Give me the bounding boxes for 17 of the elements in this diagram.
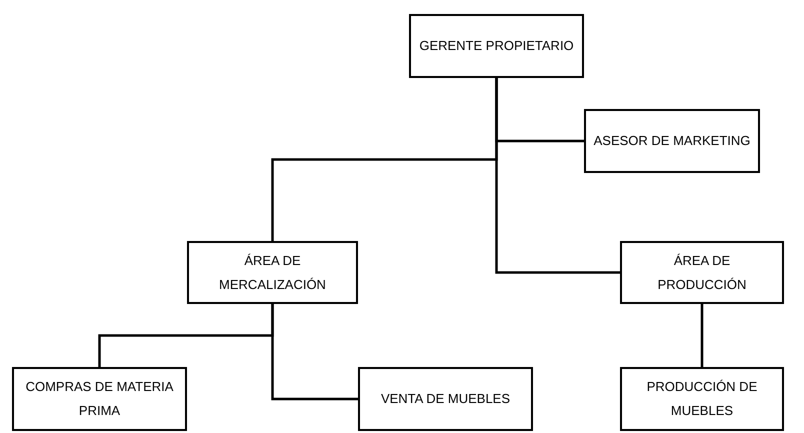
box-label: ÁREA DE MERCALIZACIÓN [218,252,327,294]
connector-line [495,78,620,274]
box-label: ASESOR DE MARKETING [592,132,752,150]
org-box [584,109,760,173]
box-label: GERENTE PROPIETARIO [418,37,575,55]
box-label: ÁREA DE PRODUCCIÓN [656,252,748,294]
box-label: PRODUCCIÓN DE MUEBLES [646,378,758,420]
org-box [620,367,784,431]
org-box [12,367,187,431]
org-box [409,14,584,78]
connector-line [700,304,704,367]
org-box [620,241,784,304]
org-box [187,241,358,304]
org-box [358,367,533,431]
connector-line [271,304,358,400]
box-label: COMPRAS DE MATERIA PRIMA [24,378,174,420]
box-label: VENTA DE MUEBLES [380,390,512,408]
